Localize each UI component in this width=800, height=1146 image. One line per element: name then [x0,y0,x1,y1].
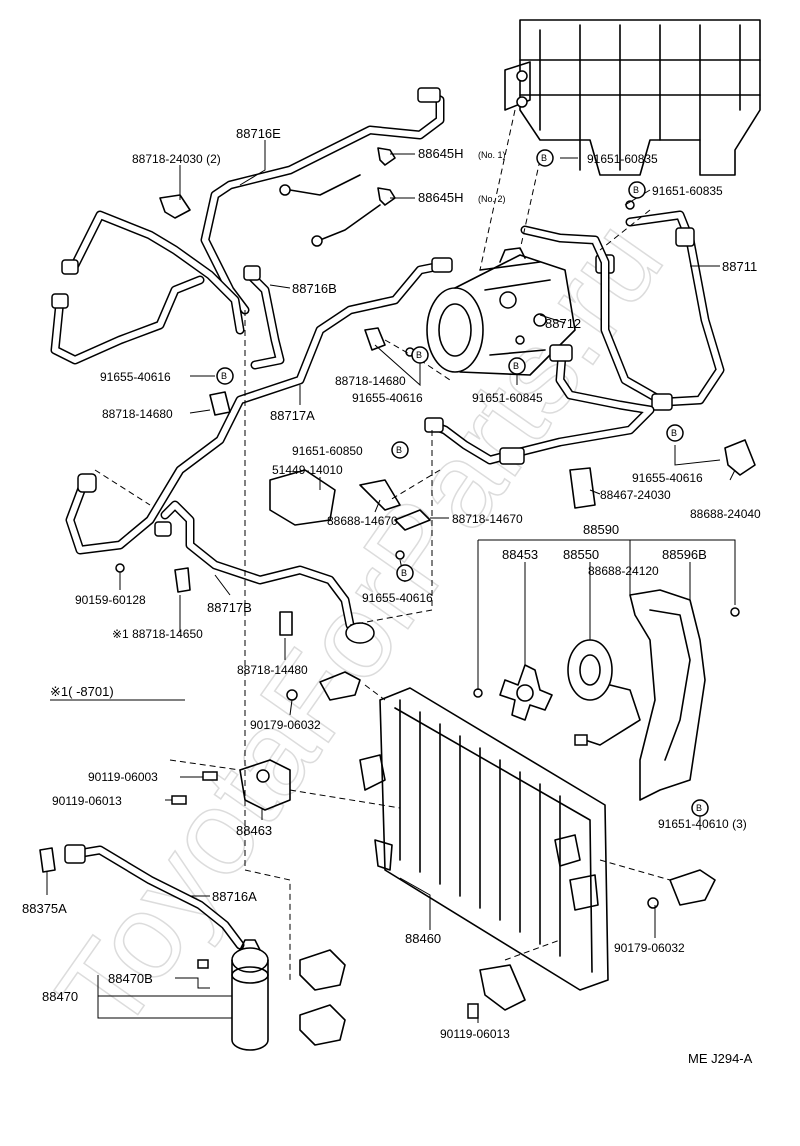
shroud-88596B [473,589,740,801]
fan-assembly [473,589,740,801]
hose-88711 [520,210,725,411]
callout-88470B: 88470B [108,971,153,986]
callout-88375A: 88375A [22,901,67,916]
reference-lines [94,109,671,980]
footer-code: ME J294-A [688,1051,753,1066]
callout-90119-06013-b: 90119-06013 [440,1027,510,1041]
bolt-markers: B B B B B B B B B [216,149,709,817]
callout-88590: 88590 [583,522,619,537]
condenser [359,687,609,991]
callout-90179-06032-a: 90179-06032 [250,718,321,732]
svg-text:B: B [396,445,402,455]
callout-91651-60850: 91651-60850 [292,444,363,458]
callout-91651-60835-a: 91651-60835 [587,152,658,166]
callout-88453: 88453 [502,547,538,562]
callout-88460: 88460 [405,931,441,946]
callout-88718-14670: 88718-14670 [452,512,523,526]
callout-88711: 88711 [722,259,757,274]
svg-text:B: B [513,361,519,371]
callout-88712: 88712 [545,316,581,331]
callout-90119-06003: 90119-06003 [88,770,158,784]
svg-text:B: B [221,371,227,381]
callout-88688-24040: 88688-24040 [690,507,761,521]
callout-91655-40616-d: 91655-40616 [362,591,433,605]
callout-88550: 88550 [563,547,599,562]
callout-88718-14680-a: 88718-14680 [102,407,173,421]
callout-90119-06013-a: 90119-06013 [52,794,122,808]
callout-88717A: 88717A [270,408,315,423]
compressor [426,247,576,376]
receiver-88470 [197,939,269,1051]
callout-88688-24120: 88688-24120 [588,564,659,578]
callout-91651-40610: 91651-40610 (3) [658,817,747,831]
callout-88716E: 88716E [236,126,281,141]
callout-88688-14670: 88688-14670 [327,514,398,528]
callout-91655-40616-b: 91655-40616 [352,391,423,405]
pipe-88716E [200,87,445,315]
callout-91655-40616-a: 91655-40616 [100,370,171,384]
svg-text:B: B [671,428,677,438]
callout-90179-06032-b: 90179-06032 [614,941,685,955]
callout-90159-60128: 90159-60128 [75,593,146,607]
svg-text:B: B [633,185,639,195]
callout-88463: 88463 [236,823,272,838]
fan-88453 [499,664,553,721]
svg-text:B: B [416,350,422,360]
leader-lines [46,140,736,1023]
callout-88718-14650: ※1 88718-14650 [112,627,203,641]
svg-text:B: B [696,803,702,813]
motor-88550 [567,639,641,746]
callout-88717B: 88717B [207,600,252,615]
callout-88718-14480: 88718-14480 [237,663,308,677]
callout-labels: 88716E 88718-24030 (2) 88645H (No. 1) 91… [22,126,761,1066]
pipe-88716A [64,844,245,950]
callout-88470: 88470 [42,989,78,1004]
svg-text:B: B [401,568,407,578]
callout-88645H-no1: 88645H [418,146,464,161]
callout-88467-24030: 88467-24030 [600,488,671,502]
pipe-88716B [243,265,285,370]
callout-88716B: 88716B [292,281,337,296]
callout-91651-60845: 91651-60845 [472,391,543,405]
svg-text:B: B [541,153,547,163]
pipe-left-loop [50,210,245,365]
callout-51449-14010: 51449-14010 [272,463,343,477]
pipe-88717B [154,500,375,644]
callout-88645H-no2-sub: (No. 2) [478,194,506,204]
callout-91655-40616-c: 91655-40616 [632,471,703,485]
callout-91651-60835-b: 91651-60835 [652,184,723,198]
callout-88645H-no1-sub: (No. 1) [478,150,506,160]
callout-88716A: 88716A [212,889,257,904]
callout-88596B: 88596B [662,547,707,562]
callout-88718-14680-b: 88718-14680 [335,374,406,388]
sensors [115,147,756,636]
hose-88712 [424,344,655,465]
engine-block [504,19,761,176]
pipe-88717A [65,257,453,555]
note-footnote: ※1( -8701) [50,684,114,699]
callout-88645H-no2: 88645H [418,190,464,205]
callout-88718-24030: 88718-24030 (2) [132,152,221,166]
